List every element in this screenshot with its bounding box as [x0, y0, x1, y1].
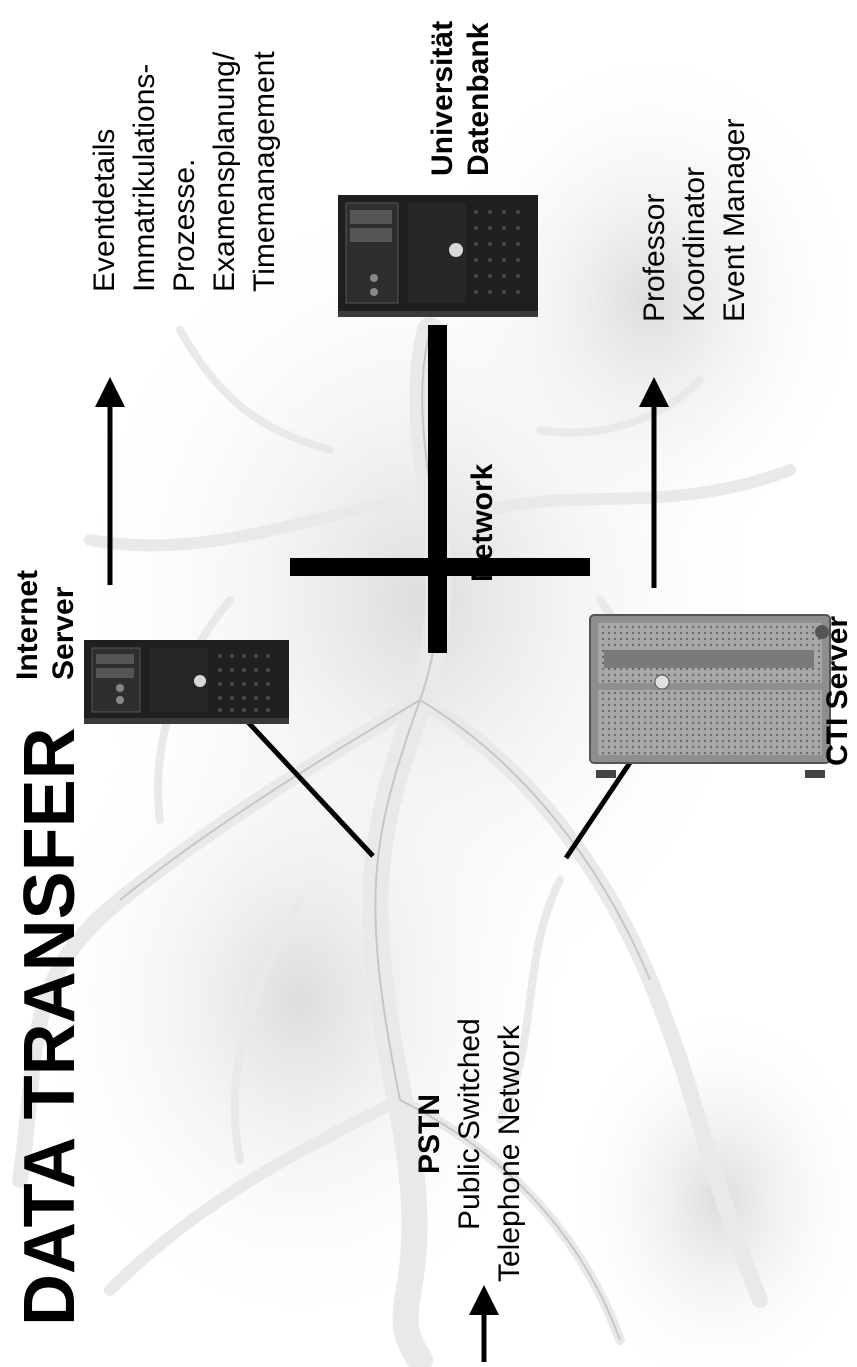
- internet-server-label-line1: Internet: [10, 570, 46, 680]
- network-label: Network: [465, 464, 501, 582]
- internet-output-item: Examensplanung/: [205, 51, 245, 292]
- database-label: Universität Datenbank: [425, 21, 497, 176]
- internet-server-label-line2: Server: [46, 570, 82, 680]
- pstn-abbr: PSTN: [410, 1018, 450, 1174]
- database-label-line2: Datenbank: [461, 21, 497, 176]
- internet-output-item: Prozesse.: [165, 51, 205, 292]
- pstn-label: PSTN Public Switched Telephone Network: [410, 1018, 530, 1282]
- pstn-line2: Telephone Network: [490, 1018, 530, 1282]
- database-label-line1: Universität: [425, 21, 461, 176]
- internet-output-item: Eventdetails: [85, 51, 125, 292]
- internet-server-label: Internet Server: [10, 570, 82, 680]
- internet-output-item: Timemanagement: [245, 51, 285, 292]
- cti-output-item: Professor: [635, 119, 675, 322]
- pstn-line1: Public Switched: [450, 1018, 490, 1230]
- cti-output-list: Professor Koordinator Event Manager: [635, 119, 755, 322]
- cti-output-item: Koordinator: [675, 119, 715, 322]
- page-title: DATA TRANSFER: [10, 727, 90, 1326]
- cti-output-item: Event Manager: [715, 119, 755, 322]
- cti-server-label: CTI Server: [820, 616, 856, 766]
- internet-output-list: Eventdetails Immatrikulations- Prozesse.…: [85, 51, 285, 292]
- internet-output-item: Immatrikulations-: [125, 51, 165, 292]
